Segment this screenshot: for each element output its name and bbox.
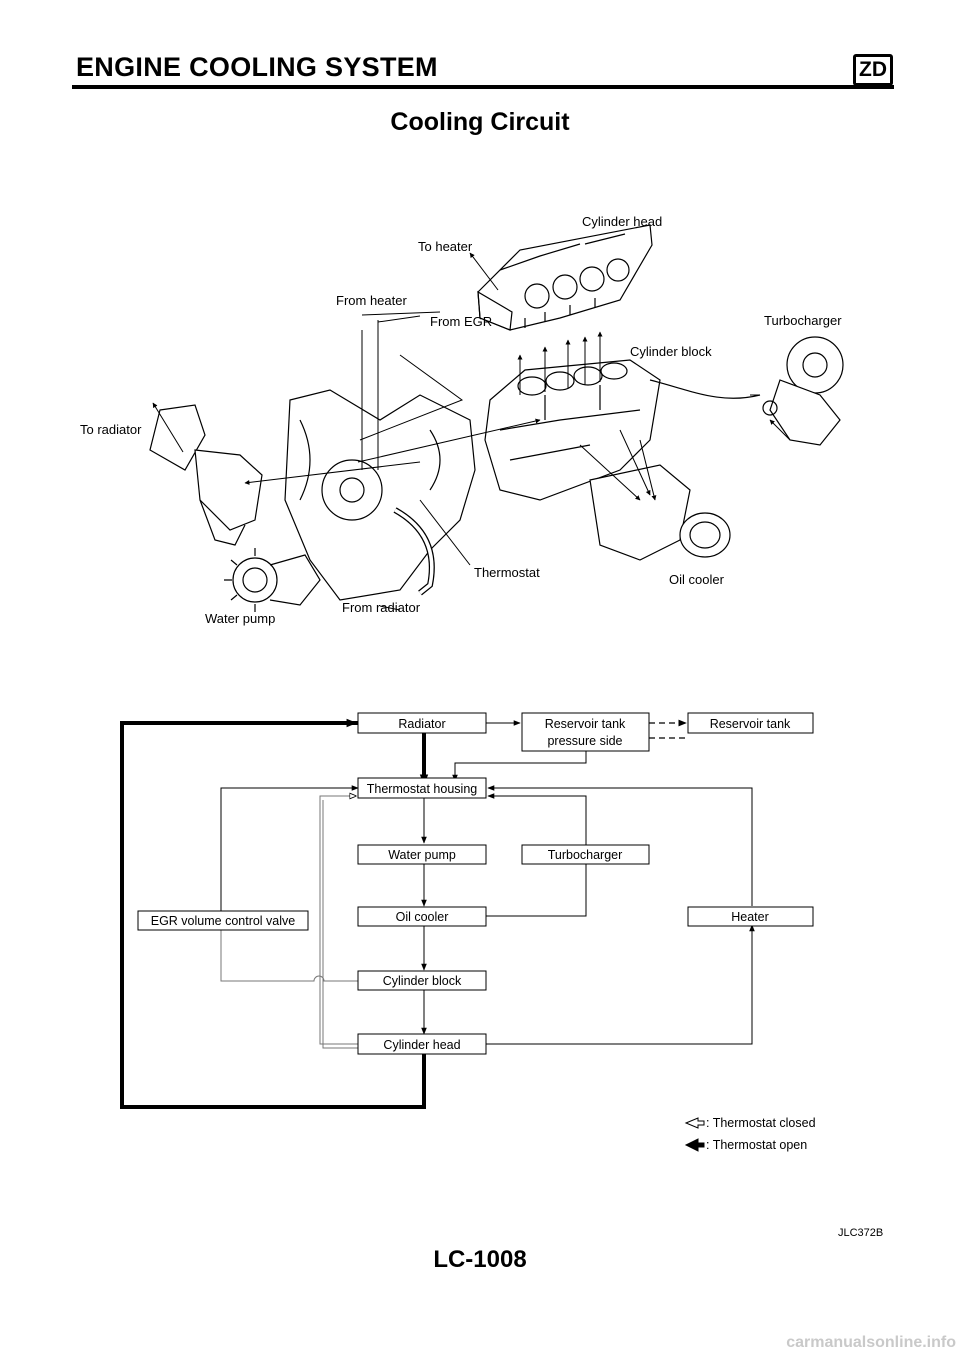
label-from-heater: From heater xyxy=(336,293,407,308)
box-cylinder-block xyxy=(357,970,487,991)
label-from-egr: From EGR xyxy=(430,314,492,329)
box-heater xyxy=(687,906,814,927)
coolant-flow-diagram: Radiator Reservoir tank pressure side Re… xyxy=(120,712,816,1152)
watermark: carmanualsonline.info xyxy=(786,1334,956,1351)
box-label-reservoir-pressure-1: Reservoir tank xyxy=(545,717,626,731)
box-water-pump xyxy=(357,844,487,865)
label-cylinder-block: Cylinder block xyxy=(630,344,712,359)
box-label-cylinder-head: Cylinder head xyxy=(383,1038,460,1052)
label-thermostat: Thermostat xyxy=(474,565,540,580)
cylinder-block-drawing xyxy=(484,359,661,501)
label-to-radiator: To radiator xyxy=(80,422,142,437)
box-label-cylinder-block: Cylinder block xyxy=(383,974,462,988)
label-cylinder-head: Cylinder head xyxy=(582,214,662,229)
box-label-turbocharger: Turbocharger xyxy=(548,848,623,862)
box-egr-volume-control-valve xyxy=(137,910,309,931)
label-from-radiator: From radiator xyxy=(342,600,421,615)
box-label-heater: Heater xyxy=(731,910,769,924)
box-cylinder-head xyxy=(357,1033,487,1055)
flow-legend: : Thermostat closed : Thermostat open xyxy=(684,1116,816,1152)
box-label-egr-valve: EGR volume control valve xyxy=(151,914,296,928)
label-to-heater: To heater xyxy=(418,239,473,254)
engine-code-badge: ZD xyxy=(853,54,893,86)
water-pump-drawing xyxy=(224,548,321,612)
box-thermostat-housing xyxy=(357,777,487,799)
legend-solid-arrow-icon xyxy=(684,1138,705,1152)
radiator-hose-drawing xyxy=(393,507,435,596)
label-oil-cooler: Oil cooler xyxy=(669,572,725,587)
box-label-radiator: Radiator xyxy=(398,717,445,731)
legend-hollow-arrow-icon xyxy=(684,1117,705,1129)
label-water-pump: Water pump xyxy=(205,611,275,626)
box-reservoir-pressure-side xyxy=(521,712,650,752)
legend-open-label: : Thermostat open xyxy=(706,1138,807,1152)
section-title: Cooling Circuit xyxy=(390,108,570,136)
thermostat-housing-drawing xyxy=(149,404,263,546)
turbocharger-drawing xyxy=(649,336,844,446)
box-label-reservoir-pressure-2: pressure side xyxy=(547,734,622,748)
box-label-oil-cooler: Oil cooler xyxy=(396,910,449,924)
box-label-thermostat-housing: Thermostat housing xyxy=(367,782,478,796)
box-label-reservoir-tank: Reservoir tank xyxy=(710,717,791,731)
box-reservoir-tank xyxy=(687,712,814,734)
engine-exploded-illustration xyxy=(149,224,844,612)
page-number: LC-1008 xyxy=(433,1246,527,1273)
page-header-title: ENGINE COOLING SYSTEM xyxy=(76,52,438,82)
cylinder-head-drawing xyxy=(477,224,653,331)
label-turbocharger: Turbocharger xyxy=(764,313,842,328)
oil-cooler-drawing xyxy=(589,464,731,561)
box-oil-cooler xyxy=(357,906,487,927)
box-label-water-pump: Water pump xyxy=(388,848,456,862)
figure-code: JLC372B xyxy=(838,1227,884,1239)
box-radiator xyxy=(357,712,487,734)
header-divider xyxy=(72,85,894,89)
legend-closed-label: : Thermostat closed xyxy=(706,1116,816,1130)
box-turbocharger xyxy=(521,844,650,865)
